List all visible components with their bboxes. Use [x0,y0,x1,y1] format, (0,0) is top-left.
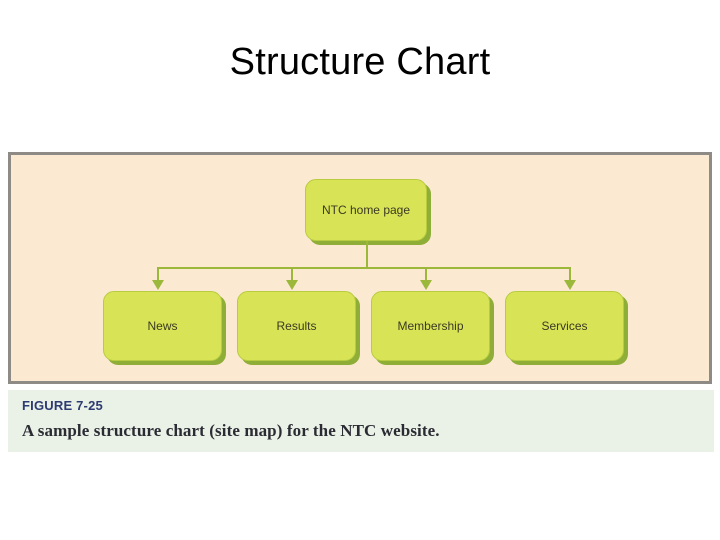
connector-horizontal-bus [158,267,571,269]
figure-caption-text: A sample structure chart (site map) for … [22,421,440,440]
diagram-node-label: Services [541,319,588,333]
diagram-node-label: News [147,319,178,333]
connector-root-stem [366,241,368,268]
figure-number: FIGURE 7-25 [22,398,103,413]
diagram-node-membership[interactable]: Membership [371,291,490,361]
connector-branch-news [157,267,159,281]
diagram-node-label: Membership [397,319,464,333]
arrow-down-icon-services [564,280,576,290]
arrow-down-icon-membership [420,280,432,290]
diagram-node-label: NTC home page [321,203,411,217]
diagram-node-label: Results [276,319,317,333]
arrow-down-icon-results [286,280,298,290]
structure-chart-diagram: NTC home page News Results Membership Se… [11,155,709,381]
connector-branch-results [291,267,293,281]
figure-panel: NTC home page News Results Membership Se… [8,152,712,384]
connector-branch-membership [425,267,427,281]
page-title: Structure Chart [229,41,491,83]
diagram-node-root[interactable]: NTC home page [305,179,427,241]
diagram-node-results[interactable]: Results [237,291,356,361]
diagram-node-services[interactable]: Services [505,291,624,361]
diagram-node-news[interactable]: News [103,291,222,361]
connector-branch-services [569,267,571,281]
arrow-down-icon-news [152,280,164,290]
figure-caption-band: FIGURE 7-25 A sample structure chart (si… [8,390,714,452]
